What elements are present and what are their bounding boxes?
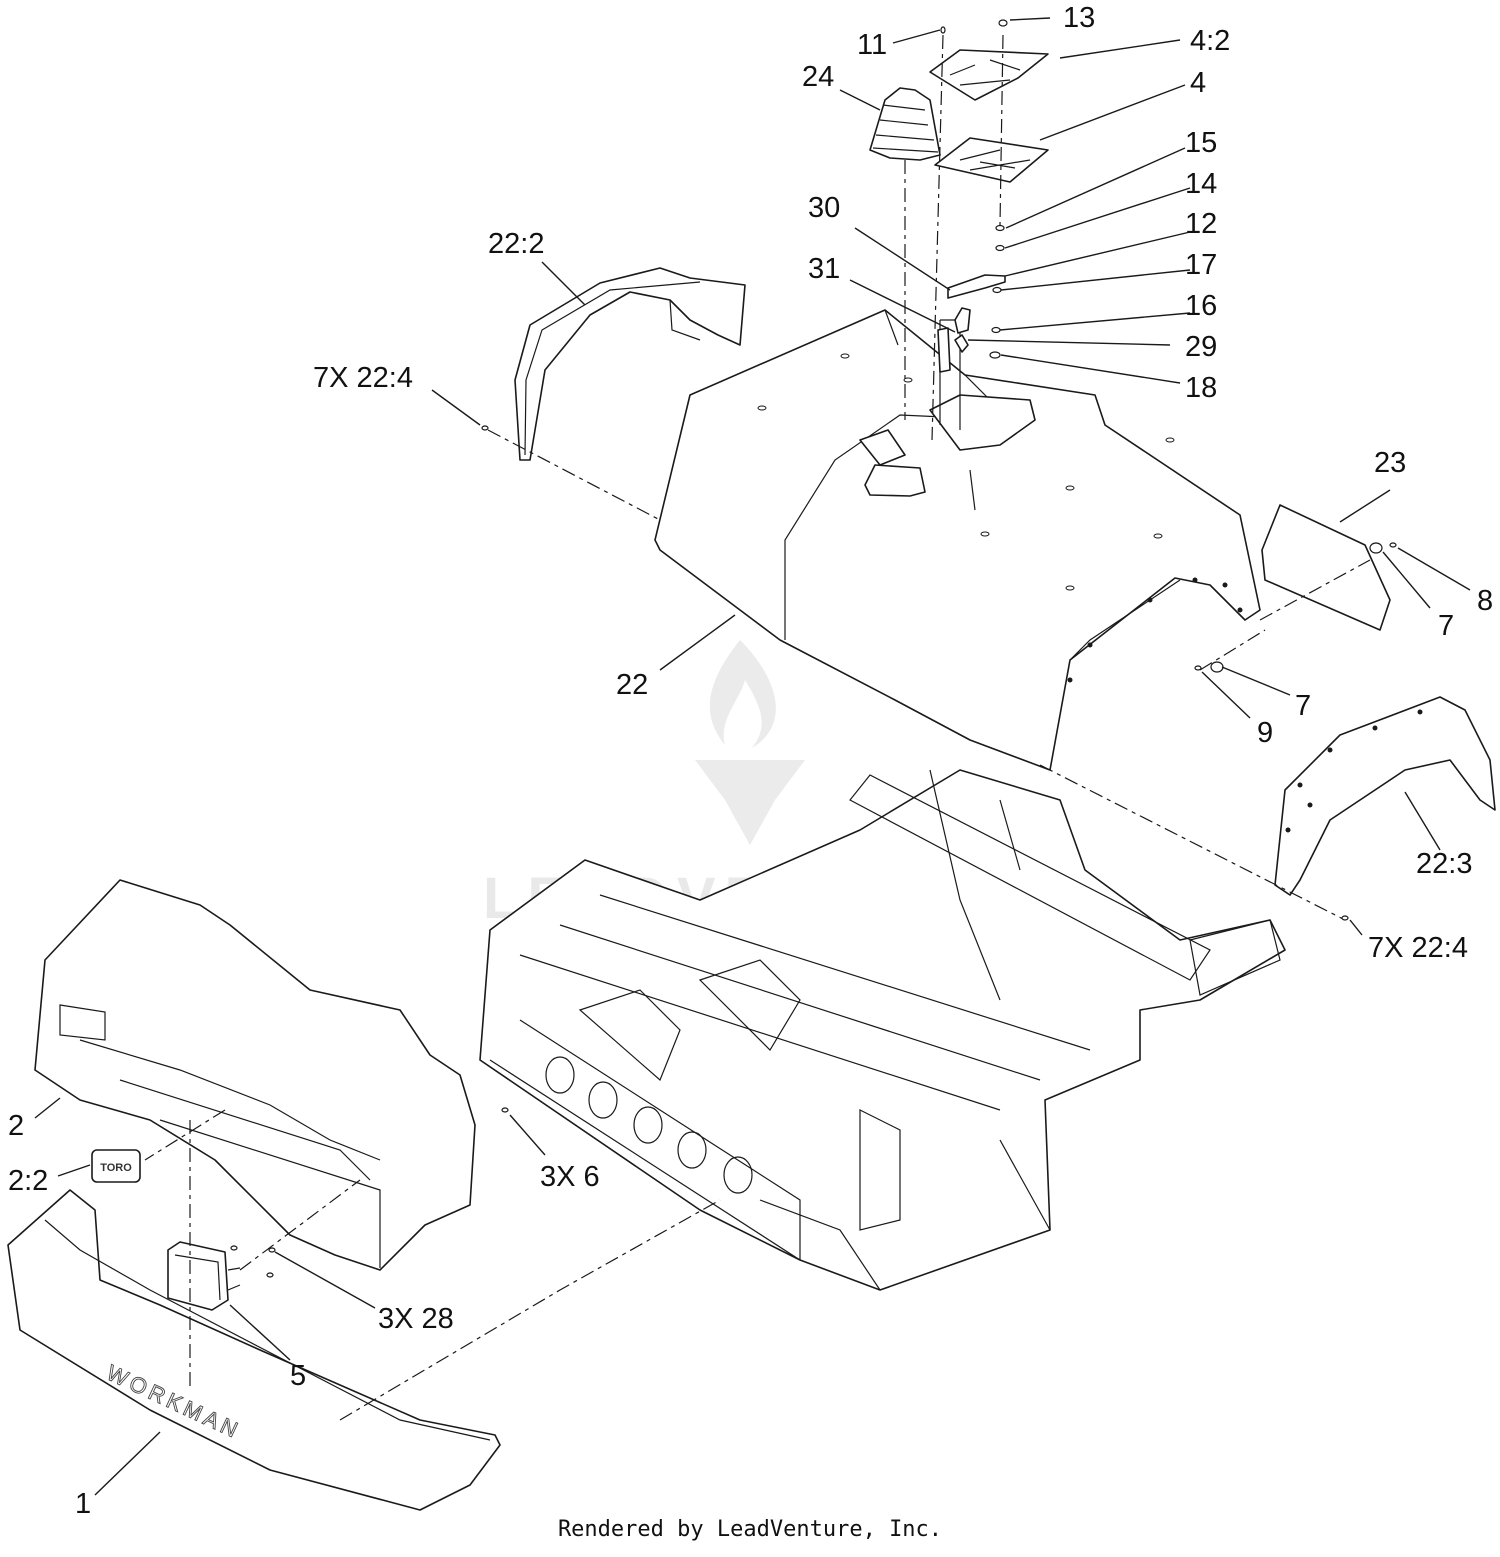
callout-2-2: 2:2 xyxy=(8,1165,48,1197)
callout-5: 5 xyxy=(290,1360,306,1392)
hardware-stack xyxy=(937,224,1006,373)
callout-7-upper: 7 xyxy=(1438,610,1454,642)
callout-8: 8 xyxy=(1477,585,1493,617)
callout-18: 18 xyxy=(1185,372,1217,404)
callout-17: 17 xyxy=(1185,249,1217,281)
callout-7x-22-4-top: 7X 22:4 xyxy=(313,362,413,394)
front-cover xyxy=(34,879,476,1271)
callout-12: 12 xyxy=(1185,208,1217,240)
callout-7-lower: 7 xyxy=(1295,690,1311,722)
callout-1: 1 xyxy=(75,1488,91,1520)
fasteners xyxy=(481,19,1397,1113)
callout-30: 30 xyxy=(808,192,840,224)
shift-boot xyxy=(869,87,941,161)
front-bumper: WORKMAN xyxy=(7,1189,501,1511)
callout-4: 4 xyxy=(1190,67,1206,99)
callout-13: 13 xyxy=(1063,2,1095,34)
panel-23 xyxy=(1261,504,1391,631)
callout-22-2: 22:2 xyxy=(488,228,544,260)
left-fender xyxy=(514,267,746,461)
footer-credit: Rendered by LeadVenture, Inc. xyxy=(557,1517,943,1542)
frame-chassis xyxy=(479,769,1286,1291)
shift-plate xyxy=(929,49,1049,183)
callout-3x-6: 3X 6 xyxy=(540,1161,600,1193)
callout-31: 31 xyxy=(808,253,840,285)
callout-labels: 11 13 4:2 24 4 15 14 30 12 22:2 17 31 16… xyxy=(8,2,1493,1520)
assembly-lines xyxy=(144,34,1371,1421)
badge-text: TORO xyxy=(100,1162,132,1174)
callout-22: 22 xyxy=(616,669,648,701)
leader-lines xyxy=(34,17,1471,1496)
callout-15: 15 xyxy=(1185,127,1217,159)
callout-7x-22-4-bottom: 7X 22:4 xyxy=(1368,932,1468,964)
callout-22-3: 22:3 xyxy=(1416,848,1472,880)
headlight xyxy=(167,1241,276,1311)
callout-16: 16 xyxy=(1185,290,1217,322)
callout-3x-28: 3X 28 xyxy=(378,1303,454,1335)
callout-23: 23 xyxy=(1374,447,1406,479)
badge-2-2: TORO xyxy=(91,1149,141,1183)
callout-4-2: 4:2 xyxy=(1190,25,1230,57)
callout-29: 29 xyxy=(1185,331,1217,363)
hood-body xyxy=(654,309,1261,771)
callout-24: 24 xyxy=(802,61,834,93)
callout-9: 9 xyxy=(1257,717,1273,749)
callout-14: 14 xyxy=(1185,168,1217,200)
callout-2: 2 xyxy=(8,1110,24,1142)
callout-11: 11 xyxy=(857,29,887,61)
